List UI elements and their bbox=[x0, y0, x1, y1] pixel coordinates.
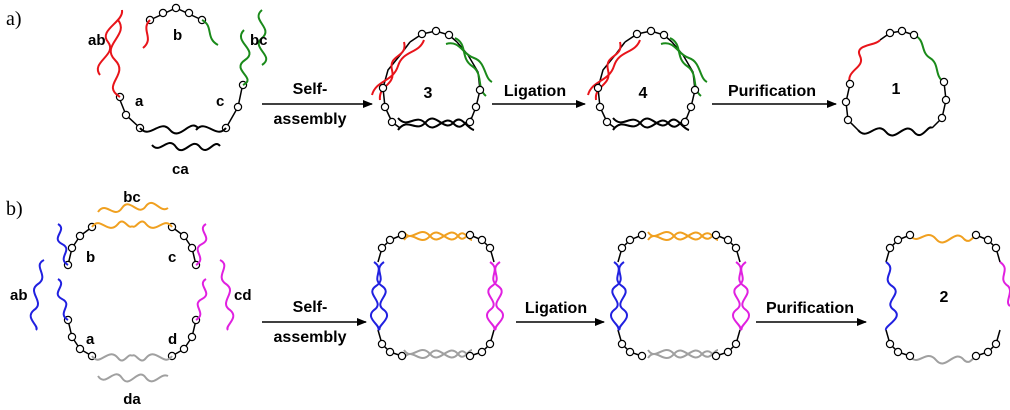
compound-1: 1 bbox=[892, 81, 901, 98]
step-self-assembly-line2: assembly bbox=[274, 111, 347, 128]
label-b-cd: cd bbox=[234, 287, 252, 304]
strand-c-green bbox=[239, 29, 251, 86]
label-c: c bbox=[216, 93, 224, 110]
step-b-self-assembly-line1: Self- bbox=[293, 299, 328, 316]
arrow-ligation-a: Ligation bbox=[492, 83, 586, 108]
label-ab: ab bbox=[88, 32, 106, 49]
label-b-da: da bbox=[123, 391, 141, 408]
compound-2: 2 bbox=[940, 289, 949, 306]
label-bc: bc bbox=[250, 32, 268, 49]
strand-b-green bbox=[201, 19, 219, 46]
arrow-ligation-b: Ligation bbox=[516, 300, 605, 326]
strand-a-red bbox=[109, 19, 122, 98]
label-b-ab: ab bbox=[10, 287, 28, 304]
strand-b-red bbox=[142, 19, 151, 49]
step-self-assembly-line1: Self- bbox=[293, 81, 328, 98]
strand-c-black bbox=[195, 125, 227, 133]
strand-a-black bbox=[139, 124, 199, 135]
compound-3: 3 bbox=[424, 85, 433, 102]
panel-b-starting-components: bc b c ab cd a d da bbox=[10, 189, 252, 408]
panel-b: b) bbox=[6, 189, 1010, 408]
label-b-bc: bc bbox=[123, 189, 141, 206]
panel-a: a) bbox=[6, 3, 951, 178]
arrow-self-assembly-a: Self- assembly bbox=[262, 81, 373, 128]
triangle-product-4: 4 bbox=[587, 26, 708, 131]
triangle-product-3: 3 bbox=[371, 26, 493, 131]
strand-ca-black bbox=[151, 142, 221, 152]
label-b: b bbox=[173, 27, 182, 44]
label-b-a: a bbox=[86, 331, 95, 348]
label-b-c: c bbox=[168, 249, 176, 266]
triangle-product-1: 1 bbox=[841, 26, 951, 137]
step-b-ligation: Ligation bbox=[525, 300, 587, 317]
step-b-self-assembly-line2: assembly bbox=[274, 329, 347, 346]
step-purification: Purification bbox=[728, 83, 816, 100]
arrow-purification-a: Purification bbox=[712, 83, 837, 108]
arrow-self-assembly-b: Self- assembly bbox=[262, 299, 367, 346]
label-b-b: b bbox=[86, 249, 95, 266]
square-intermediate-1 bbox=[369, 230, 505, 361]
label-b-d: d bbox=[168, 331, 177, 348]
square-intermediate-2 bbox=[609, 230, 751, 361]
compound-4: 4 bbox=[639, 85, 648, 102]
strand-ab-red bbox=[96, 9, 124, 76]
strand-bc-green bbox=[257, 9, 268, 66]
nodes-panel-a-scheme bbox=[115, 3, 248, 133]
arrow-purification-b: Purification bbox=[756, 300, 867, 326]
label-ca: ca bbox=[172, 161, 189, 178]
square-product-2: 2 bbox=[885, 230, 1010, 365]
label-a: a bbox=[135, 93, 144, 110]
step-b-purification: Purification bbox=[766, 300, 854, 317]
panel-a-label: a) bbox=[6, 8, 22, 30]
step-ligation: Ligation bbox=[504, 83, 566, 100]
panel-a-starting-components: ab b bc a c ca bbox=[88, 3, 268, 178]
panel-b-label: b) bbox=[6, 198, 23, 220]
